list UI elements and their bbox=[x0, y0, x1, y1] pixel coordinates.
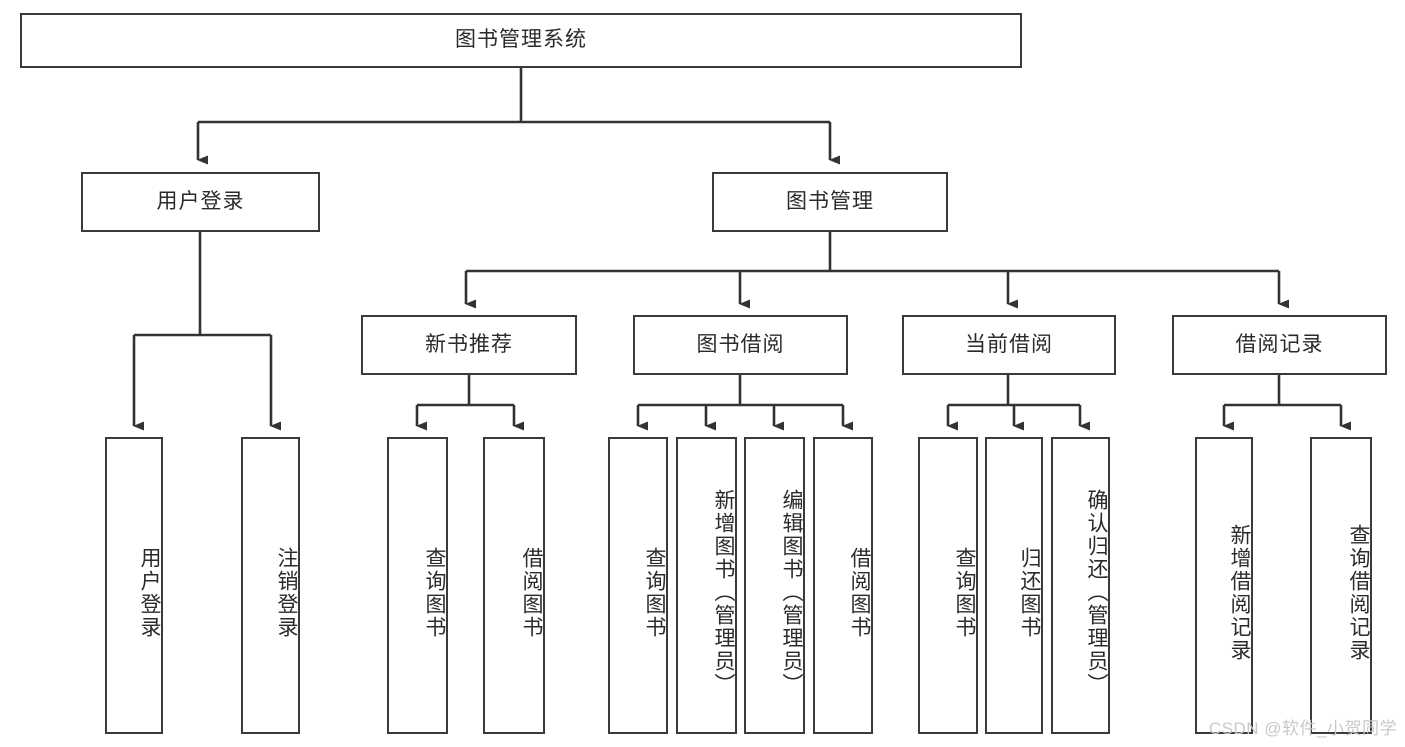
leaf-query-borrow-record[interactable]: 查询借阅记录 bbox=[1310, 437, 1372, 734]
node-label: 确认归还（管理员） bbox=[1085, 489, 1108, 696]
node-label: 用户登录 bbox=[138, 546, 161, 639]
node-label: 借阅图书 bbox=[848, 546, 871, 639]
node-book-borrow[interactable]: 图书借阅 bbox=[633, 315, 848, 375]
leaf-borrow-book[interactable]: 借阅图书 bbox=[813, 437, 873, 734]
leaf-add-book-admin[interactable]: 新增图书（管理员） bbox=[676, 437, 737, 734]
leaf-query-book-recommend[interactable]: 查询图书 bbox=[387, 437, 448, 734]
leaf-logout[interactable]: 注销登录 bbox=[241, 437, 300, 734]
node-label: 查询图书 bbox=[423, 546, 446, 639]
node-label: 查询借阅记录 bbox=[1347, 523, 1370, 662]
node-label: 图书管理 bbox=[786, 189, 874, 213]
node-new-book-recommend[interactable]: 新书推荐 bbox=[361, 315, 577, 375]
leaf-add-borrow-record[interactable]: 新增借阅记录 bbox=[1195, 437, 1253, 734]
node-label: 当前借阅 bbox=[965, 332, 1053, 356]
node-label: 借阅图书 bbox=[520, 546, 543, 639]
csdn-watermark: CSDN @软件_小贺同学 bbox=[1208, 719, 1397, 738]
node-label: 编辑图书（管理员） bbox=[780, 489, 803, 696]
node-label: 借阅记录 bbox=[1235, 332, 1324, 356]
node-borrow-records[interactable]: 借阅记录 bbox=[1172, 315, 1387, 375]
node-label: 用户登录 bbox=[156, 189, 245, 213]
leaf-edit-book-admin[interactable]: 编辑图书（管理员） bbox=[744, 437, 805, 734]
leaf-user-login[interactable]: 用户登录 bbox=[105, 437, 163, 734]
node-user-login[interactable]: 用户登录 bbox=[81, 172, 320, 232]
leaf-query-book-current[interactable]: 查询图书 bbox=[918, 437, 978, 734]
node-label: 注销登录 bbox=[275, 546, 298, 639]
node-current-borrow[interactable]: 当前借阅 bbox=[902, 315, 1116, 375]
node-label: 图书管理系统 bbox=[455, 28, 587, 52]
node-label: 新增图书（管理员） bbox=[712, 489, 735, 696]
node-label: 图书借阅 bbox=[696, 332, 785, 356]
node-book-management[interactable]: 图书管理 bbox=[712, 172, 948, 232]
node-label: 归还图书 bbox=[1018, 546, 1041, 639]
leaf-query-book-borrow[interactable]: 查询图书 bbox=[608, 437, 668, 734]
node-root-library-system[interactable]: 图书管理系统 bbox=[20, 13, 1022, 68]
node-label: 新书推荐 bbox=[425, 332, 513, 356]
node-label: 新增借阅记录 bbox=[1228, 523, 1251, 662]
leaf-confirm-return-admin[interactable]: 确认归还（管理员） bbox=[1051, 437, 1110, 734]
leaf-borrow-book-recommend[interactable]: 借阅图书 bbox=[483, 437, 545, 734]
node-label: 查询图书 bbox=[953, 546, 976, 639]
leaf-return-book[interactable]: 归还图书 bbox=[985, 437, 1043, 734]
node-label: 查询图书 bbox=[643, 546, 666, 639]
